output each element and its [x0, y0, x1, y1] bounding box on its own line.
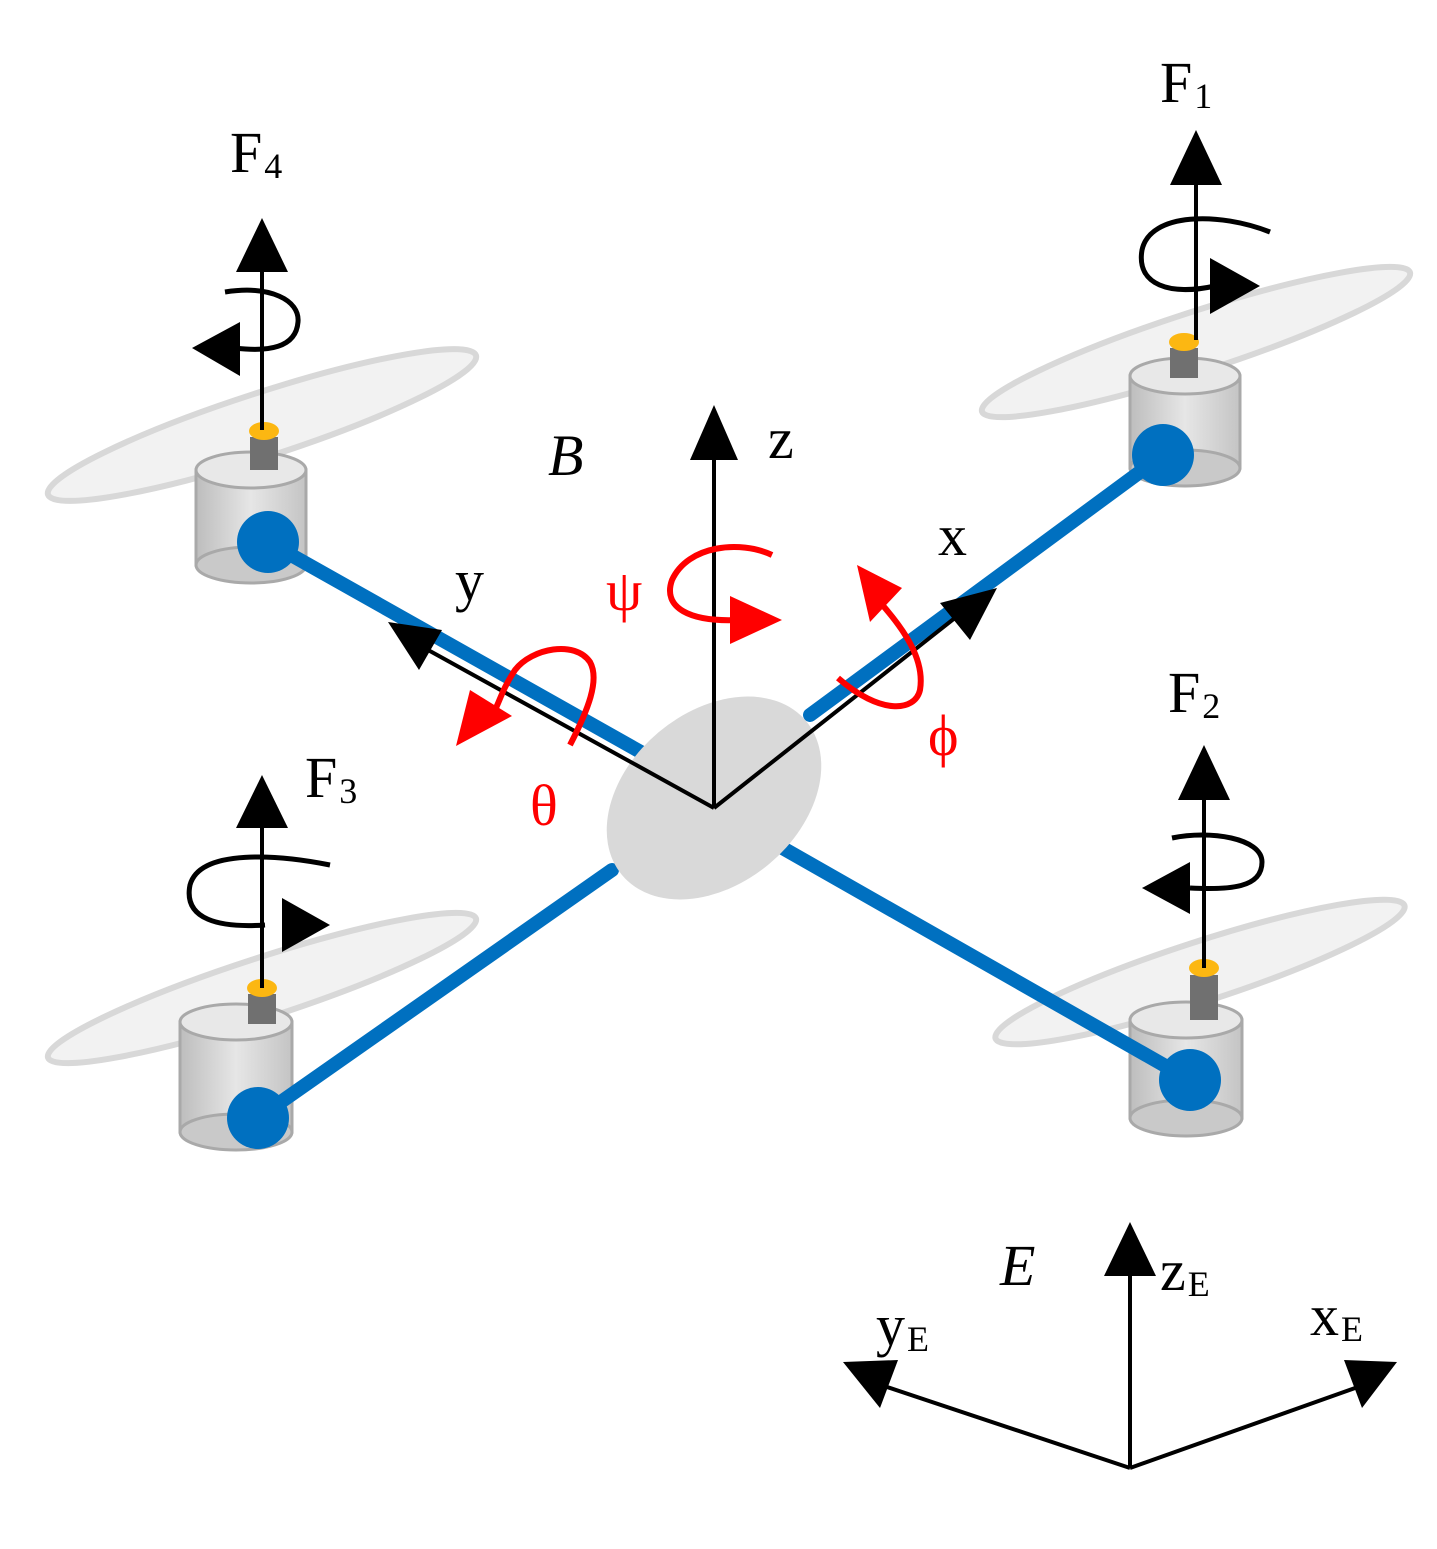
force-3-arrowhead — [236, 775, 288, 828]
roll-arrowhead — [857, 565, 902, 622]
body-frame-label: B — [548, 423, 583, 488]
spin-3-arrowhead — [282, 898, 330, 952]
force-1-arrowhead — [1170, 130, 1222, 185]
earth-y-axis — [865, 1378, 1131, 1470]
earth-frame-label: E — [999, 1233, 1035, 1298]
x-axis-label: x — [938, 503, 967, 568]
spin-4-curve — [224, 287, 301, 352]
arm-3 — [251, 863, 619, 1125]
yaw-arrowhead — [730, 596, 782, 644]
arms — [251, 448, 1197, 1125]
earth-z-label: zE — [1160, 1238, 1210, 1304]
earth-x-arrowhead — [1344, 1360, 1397, 1408]
force-1-label: F1 — [1160, 50, 1212, 116]
z-axis-arrowhead — [690, 405, 738, 460]
shaft-cap-4 — [249, 422, 279, 440]
arm-4 — [261, 535, 662, 767]
y-axis — [409, 638, 715, 810]
force-2-arrowhead — [1178, 745, 1230, 800]
roll-angle-label: ϕ — [928, 703, 959, 768]
arm-2 — [758, 831, 1197, 1087]
arm-end-2 — [1159, 1049, 1221, 1111]
arm-1 — [803, 448, 1170, 722]
yaw-curve — [667, 544, 774, 624]
pitch-curve — [492, 645, 597, 747]
angle-arrows — [492, 544, 924, 747]
earth-axes — [865, 1262, 1373, 1470]
spin-2-curve — [1171, 832, 1265, 892]
spin-1-curve — [1138, 216, 1271, 292]
spin-2-arrowhead — [1142, 862, 1190, 914]
earth-z-arrowhead — [1104, 1222, 1156, 1276]
arm-end-1 — [1132, 424, 1194, 486]
force-3-label: F3 — [305, 745, 357, 811]
force-4-arrowhead — [236, 218, 288, 272]
spin-4-arrowhead — [192, 322, 240, 376]
arm-end-3 — [227, 1087, 289, 1149]
force-2-label: F2 — [1168, 660, 1220, 726]
shaft-cap-1 — [1169, 333, 1199, 351]
earth-x-axis — [1129, 1380, 1373, 1470]
x-axis — [712, 608, 967, 810]
spin-1-arrowhead — [1210, 258, 1260, 314]
arm-end-4 — [237, 511, 299, 573]
pitch-arrowhead — [456, 690, 512, 746]
pitch-angle-label: θ — [530, 773, 558, 838]
earth-y-arrowhead — [843, 1360, 898, 1408]
roll-curve — [836, 597, 924, 710]
z-axis-label: z — [768, 406, 794, 471]
y-axis-label: y — [455, 548, 484, 613]
yaw-angle-label: ψ — [606, 558, 642, 623]
earth-y-label: yE — [876, 1293, 929, 1359]
spin-arrows — [186, 216, 1271, 929]
earth-x-label: xE — [1310, 1283, 1363, 1349]
spin-3-curve — [186, 854, 331, 929]
force-4-label: F4 — [230, 120, 282, 186]
y-axis-arrowhead — [388, 622, 442, 670]
x-axis-arrowhead — [940, 588, 997, 640]
body-axes — [409, 445, 967, 810]
